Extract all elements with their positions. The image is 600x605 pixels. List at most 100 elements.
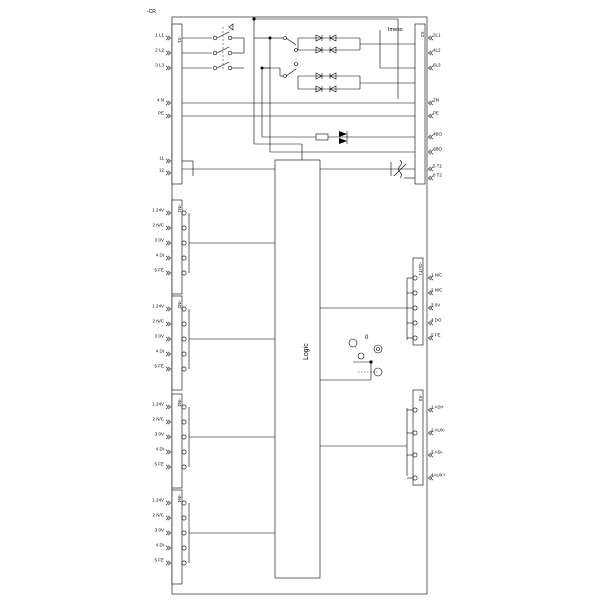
input-strip xyxy=(171,393,183,489)
input-pin: 2 N/C xyxy=(152,417,187,425)
x1-terminal: 3 L3 xyxy=(155,63,172,71)
bus-module-x3: -X3 1 ASi+ 2 AUX- 3 ASi- 4AUX+ xyxy=(320,389,446,486)
input-pin-label: 4 DI xyxy=(156,543,164,548)
input-pin-label: 4 DI xyxy=(156,447,164,452)
input-pin: 3 0V xyxy=(155,334,187,342)
input-pin: 5 FE xyxy=(154,558,187,566)
input-module-label: -IN1 xyxy=(177,204,182,213)
input-pin-label: 3 0V xyxy=(155,334,164,339)
input-pin: 4 DI xyxy=(156,349,187,357)
input-pin-label: 5 FE xyxy=(154,268,164,273)
output-module-out1: -OUT1 1 N/C 2 N/C 3 0V 4 DO 5 FE xyxy=(320,257,443,346)
x3-pin: 2 AUX- xyxy=(407,428,446,436)
x2-terminal-label: ZN xyxy=(433,98,439,103)
input-pin-label: 4 DI xyxy=(156,349,164,354)
x2-terminal-label: 6 T2 xyxy=(433,173,442,178)
input-strip xyxy=(171,489,183,585)
input-pin-label: 5 FE xyxy=(154,558,164,563)
input-pin: 5 FE xyxy=(154,364,187,372)
input-pin: 4 DI xyxy=(156,253,187,261)
x2-terminal-label: 4L2 xyxy=(433,48,441,53)
x3-label: -X3 xyxy=(418,394,423,402)
x3-pin-label: 4AUX+ xyxy=(431,473,446,478)
input-pin: 2 N/C xyxy=(152,319,187,327)
input-pin-label: 3 0V xyxy=(155,238,164,243)
x1-terminal-label: 11 xyxy=(159,156,164,161)
x2-terminal-label: 6BO xyxy=(433,147,443,152)
out1-pin: 2 N/C xyxy=(407,288,443,296)
x1-terminal: 1 L1 xyxy=(155,33,172,41)
x2-label: -X2 xyxy=(420,30,425,38)
brake-output xyxy=(254,131,415,160)
input-strip xyxy=(171,199,183,295)
input-pin: 1 24V xyxy=(152,402,187,410)
x2-terminal-label: 2L1 xyxy=(433,33,441,38)
x1-terminal: 2 L2 xyxy=(155,48,172,56)
x2-terminal: ZN xyxy=(427,98,439,106)
input-module-label: -IN2 xyxy=(177,300,182,309)
input-pin-label: 2 N/C xyxy=(152,417,164,422)
input-module-label: -IN3 xyxy=(177,398,182,407)
logic-label: Logic xyxy=(303,343,310,360)
input-pin-label: 3 0V xyxy=(155,528,164,533)
x2-terminal: 5 T1 xyxy=(427,164,442,172)
out1-pin: 5 FE xyxy=(407,333,441,341)
input-pin-label: 1 24V xyxy=(152,402,164,407)
input-pin: 3 0V xyxy=(155,238,187,246)
out1-pin: 1 N/C xyxy=(407,273,443,281)
input-pin-label: 5 FE xyxy=(154,364,164,369)
x2-terminal-label: 6L3 xyxy=(433,63,441,68)
input-pin: 5 FE xyxy=(154,268,187,276)
input-pin: 2 N/C xyxy=(152,223,187,231)
x1-terminal-label: 1 L1 xyxy=(155,33,164,38)
x3-pin-label: 1 ASi+ xyxy=(431,405,445,410)
input-pin-label: 4 DI xyxy=(156,253,164,258)
x2-terminal: 2L1 xyxy=(427,33,441,41)
input-module: -IN2 1 24V 2 N/C 3 0V 4 DI 5 FE xyxy=(152,295,275,391)
input-pin-label: 1 24V xyxy=(152,304,164,309)
x1-terminal: 11 xyxy=(159,156,172,164)
input-pin-label: 2 N/C xyxy=(152,319,164,324)
x1-terminal-label: 2 L2 xyxy=(155,48,164,53)
input-pin-label: 5 FE xyxy=(154,462,164,467)
x3-strip xyxy=(412,389,424,486)
out1-label: -OUT1 xyxy=(418,262,423,276)
out1-pin: 4 DO xyxy=(407,318,442,326)
input-modules: -IN1 1 24V 2 N/C 3 0V 4 DI 5 FE -IN2 1 24V 2 N/C… xyxy=(152,199,275,585)
x3-pin: 4AUX+ xyxy=(407,473,446,481)
x2-terminal: 6 T2 xyxy=(427,173,442,181)
input-pin: 3 0V xyxy=(155,432,187,440)
input-pin-label: 3 0V xyxy=(155,432,164,437)
x2-terminal: 4BO xyxy=(427,132,443,140)
out1-pin-label: 3 0V xyxy=(431,303,440,308)
x2-terminal: 6BO xyxy=(427,147,443,155)
x1-terminal: PE xyxy=(158,111,172,119)
main-contactor xyxy=(212,23,234,71)
device-label: -CR xyxy=(147,9,156,15)
logic-block: Logic xyxy=(274,159,321,579)
input-pin-label: 1 24V xyxy=(152,208,164,213)
x3-pin-label: 2 AUX- xyxy=(431,428,446,433)
input-pin: 1 24V xyxy=(152,304,187,312)
out1-pin-label: 5 FE xyxy=(431,333,441,338)
x2-terminal-label: 5 T1 xyxy=(433,164,442,169)
out1-pin-label: 4 DO xyxy=(431,318,442,323)
x3-pin-label: 3 ASi- xyxy=(431,450,444,455)
input-pin: 2 N/C xyxy=(152,513,187,521)
x2-terminal-label: 4BO xyxy=(433,132,443,137)
logic-box xyxy=(274,159,321,579)
power-switch-section: Imess xyxy=(182,17,415,179)
input-pin: 4 DI xyxy=(156,447,187,455)
input-pin: 3 0V xyxy=(155,528,187,536)
input-pin-label: 2 N/C xyxy=(152,513,164,518)
imess-label: Imess xyxy=(388,27,403,33)
thyristor-bridge xyxy=(297,30,415,93)
x3-pin: 1 ASi+ xyxy=(407,405,445,413)
input-strip xyxy=(171,295,183,391)
